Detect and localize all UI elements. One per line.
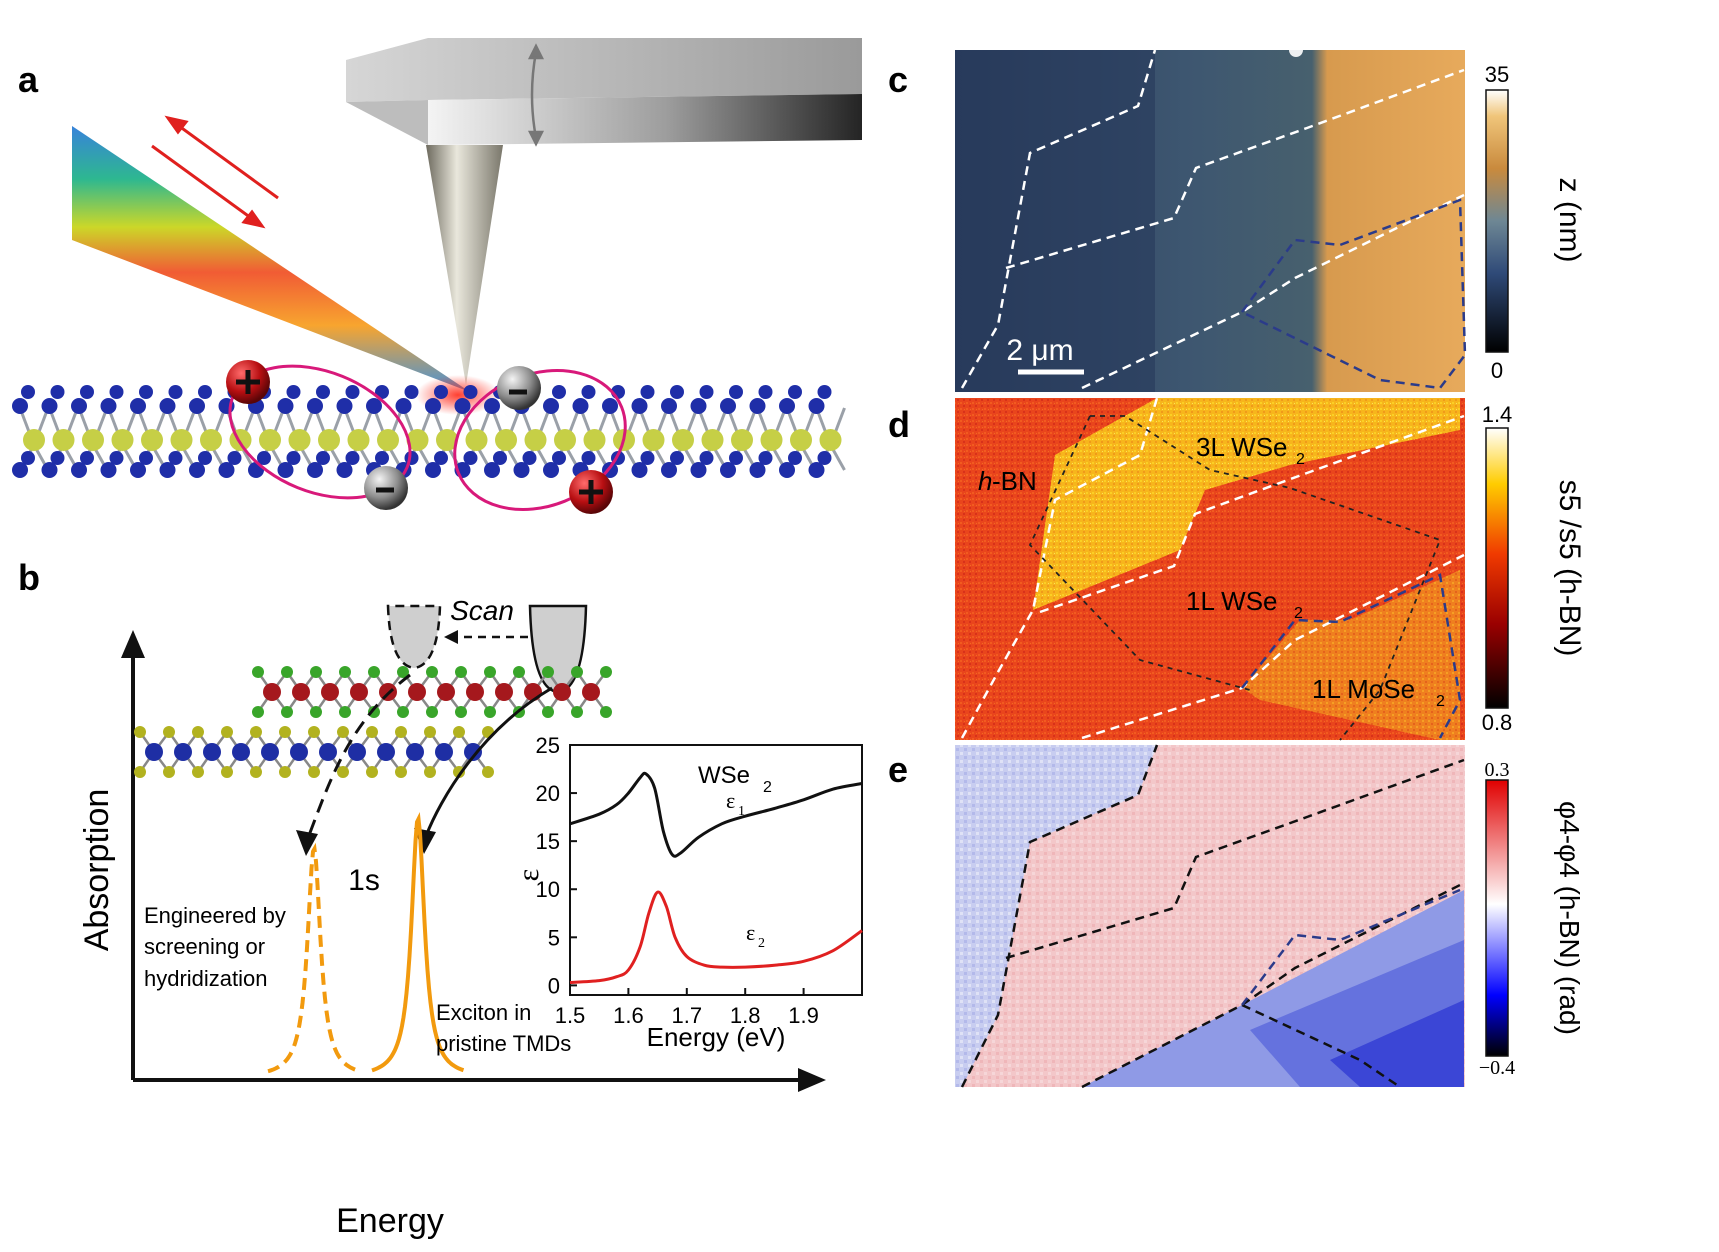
flake-outline-3l [1028,415,1442,741]
tip-after-scan [528,604,588,694]
svg-text:ε: ε [746,920,755,945]
cantilever-body [428,94,862,145]
label-hbn: h -BN [978,466,1037,496]
label-1l-wse2: 1L WSe 2 [1186,586,1303,622]
panel-d-map: h -BN 3L WSe 2 1L WSe 2 1L MoSe 2 1.4 0.… [955,397,1586,741]
inset-ytick-label: 5 [548,925,560,950]
absorption-label: Absorption [78,789,116,952]
svg-text:2: 2 [1294,605,1303,622]
label-1l-mose2: 1L MoSe 2 [1312,674,1445,710]
colorbar-c-min: 0 [1491,358,1503,383]
series-eps2-line [569,890,863,984]
energy-label: Energy [336,1202,444,1240]
inset-ytick-label: 20 [536,781,560,806]
solid-arrow [424,686,553,837]
dashed-arrow [306,673,411,839]
scale-bar-label: 2 μm [1006,334,1073,367]
colorbar-d-min: 0.8 [1482,710,1513,735]
right-caption-2: pristine TMDs [436,1031,571,1056]
svg-text:h: h [978,466,992,496]
colorbar-e-label: φ4-φ4 (h-BN) (rad) [1554,801,1585,1035]
svg-text:2: 2 [1436,693,1445,710]
inset-ytick-label: 10 [536,877,560,902]
panel-label-d: d [888,404,910,445]
left-caption-3: hydridization [144,966,268,991]
incident-reflected-arrows [151,115,279,229]
svg-text:1: 1 [738,804,745,819]
cantilever-top [346,38,862,102]
colorbar-d [1485,427,1509,709]
right-caption-1: Exciton in [436,1000,531,1025]
svg-text:2: 2 [1296,451,1305,468]
charge-plus-right [569,470,613,514]
left-caption-2: screening or [144,934,265,959]
tmd-lattice [12,385,846,478]
svg-text:WSe: WSe [698,762,750,789]
series-eps1-line [569,771,863,858]
flake-outline-mose2-e [1241,888,1461,1006]
inset-xtick-label: 1.8 [730,1003,761,1028]
flake-outlines-black [960,744,1465,1089]
left-caption-1: Engineered by [144,903,286,928]
peak-engineered [267,842,361,1074]
label-3l-wse2: 3L WSe 2 [1196,432,1305,468]
svg-text:1L WSe: 1L WSe [1186,586,1278,616]
colorbar-d-max: 1.4 [1482,402,1513,427]
panel-label-a: a [18,59,39,100]
panel-e-map: 0.3 −0.4 φ4-φ4 (h-BN) (rad) [955,744,1585,1089]
svg-text:2: 2 [758,936,765,951]
inset-xtick-label: 1.5 [555,1003,586,1028]
colorbar-e [1485,779,1509,1057]
colorbar-c [1485,89,1509,353]
svg-text:2: 2 [763,779,772,796]
eps2-label: ε 2 [746,920,765,951]
tip-before-scan [386,604,442,670]
inset-frame [569,744,863,996]
scan-label: Scan [450,595,514,626]
inset-xtick-label: 1.7 [672,1003,703,1028]
flake-outlines-white-d [960,397,1465,740]
panel-a-illustration [12,38,862,514]
charge-plus-left [226,360,270,404]
flake-outlines-white [960,49,1465,390]
light-beam [72,126,470,392]
peak-label-1s: 1s [348,864,380,897]
inset-ylabel: ε [512,869,545,882]
svg-text:1L MoSe: 1L MoSe [1312,674,1415,704]
oscillation-arrow [527,43,545,147]
panel-label-b: b [18,557,40,598]
colorbar-e-min: −0.4 [1479,1057,1515,1079]
inset-xlabel: Energy (eV) [647,1022,786,1052]
panel-c-map: 2 μm 35 0 z (nm) [955,43,1586,392]
colorbar-c-label: z (nm) [1553,178,1586,263]
afm-tip [426,145,503,385]
colorbar-c-max: 35 [1485,62,1509,87]
inset-xtick-label: 1.9 [788,1003,819,1028]
charge-minus-left [364,466,408,510]
flake-outline-mose2 [1240,198,1467,390]
svg-text:3L WSe: 3L WSe [1196,432,1288,462]
inset-ytick-label: 25 [536,733,560,758]
colorbar-d-label: s5 /s5 (h-BN) [1553,480,1586,657]
svg-text:ε: ε [726,788,735,813]
inset-xtick-label: 1.6 [613,1003,644,1028]
heterostructure-lattice [134,666,612,778]
colorbar-e-max: 0.3 [1485,759,1510,781]
svg-text:-BN: -BN [992,466,1037,496]
inset-title: WSe 2 [698,762,772,796]
inset-ytick-label: 0 [548,973,560,998]
panel-label-c: c [888,59,908,100]
panel-b: Absorption Energy Scan 1s Engineered by … [78,595,863,1240]
charge-minus-right [497,366,541,410]
inset-ytick-label: 15 [536,829,560,854]
flake-outline-mose2-d [1241,573,1462,739]
peak-pristine [371,811,465,1073]
eps1-label: ε 1 [726,788,745,819]
panel-label-e: e [888,749,908,790]
